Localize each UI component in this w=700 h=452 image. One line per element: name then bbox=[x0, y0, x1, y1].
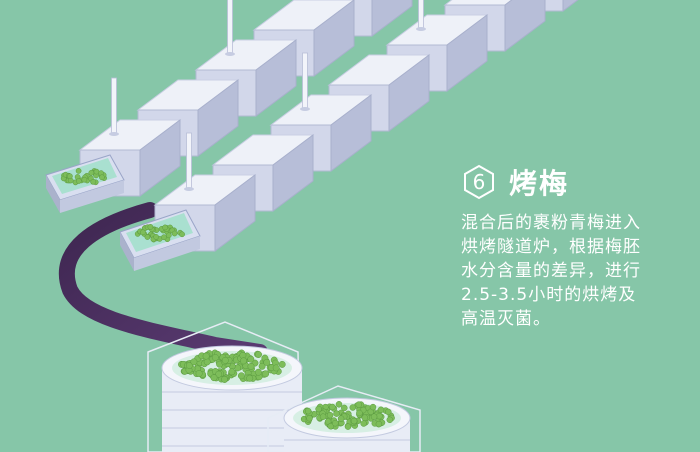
plum bbox=[81, 176, 88, 183]
step-number-badge: 6 bbox=[461, 164, 497, 200]
plum bbox=[99, 174, 105, 181]
plum bbox=[341, 404, 348, 412]
plum bbox=[344, 423, 352, 430]
plum bbox=[370, 413, 378, 420]
front-loading-tray bbox=[119, 209, 201, 271]
plum bbox=[258, 362, 266, 370]
plum bbox=[240, 357, 247, 365]
chimney bbox=[416, 0, 426, 31]
plum bbox=[190, 358, 198, 366]
plum bbox=[375, 420, 383, 428]
description-line: 2.5-3.5小时的烘烤及 bbox=[461, 285, 637, 305]
chimney bbox=[225, 0, 235, 56]
plum bbox=[211, 354, 219, 361]
plum bbox=[262, 370, 270, 378]
plum bbox=[335, 401, 343, 408]
chimney bbox=[300, 52, 310, 111]
plum bbox=[327, 422, 334, 430]
step-title: 烤梅 bbox=[509, 167, 570, 200]
plum bbox=[349, 404, 357, 411]
plum bbox=[165, 232, 172, 239]
description-line: 烘烤隧道炉，根据梅胚 bbox=[461, 237, 641, 257]
plum bbox=[386, 416, 394, 424]
plum bbox=[171, 230, 178, 237]
plum bbox=[333, 410, 340, 417]
sterilization-cylinder-large bbox=[147, 321, 303, 452]
plum bbox=[369, 403, 377, 411]
hexagon-icon bbox=[464, 164, 494, 200]
plum bbox=[210, 374, 218, 382]
plum bbox=[247, 355, 255, 363]
plum bbox=[246, 374, 254, 382]
plum bbox=[385, 408, 392, 416]
plum bbox=[377, 406, 385, 414]
plum bbox=[202, 352, 210, 360]
plum bbox=[247, 362, 255, 370]
description-line: 混合后的裹粉青梅进入 bbox=[461, 213, 641, 233]
chimney bbox=[109, 77, 119, 136]
plum bbox=[306, 414, 313, 422]
plum bbox=[179, 231, 185, 238]
plum bbox=[304, 407, 312, 415]
tray-plums bbox=[60, 168, 107, 186]
plum bbox=[88, 169, 95, 176]
plum bbox=[67, 173, 73, 180]
plum bbox=[228, 368, 236, 376]
plum bbox=[329, 403, 336, 411]
description-line: 水分含量的差异，进行 bbox=[461, 261, 641, 281]
back-loading-tray bbox=[45, 154, 125, 213]
plum bbox=[221, 375, 228, 383]
plum bbox=[221, 356, 229, 364]
plum bbox=[75, 168, 82, 174]
plum bbox=[356, 409, 363, 417]
plum bbox=[203, 358, 211, 366]
plum bbox=[319, 413, 327, 420]
oven-module bbox=[252, 0, 355, 77]
plum bbox=[254, 368, 262, 376]
step-header: 6 烤梅 bbox=[461, 162, 569, 202]
plum bbox=[355, 401, 363, 408]
plum bbox=[161, 234, 167, 241]
plum bbox=[350, 417, 358, 425]
plum bbox=[361, 414, 369, 421]
conveyor-belt bbox=[58, 202, 268, 360]
plum bbox=[255, 351, 262, 358]
plum bbox=[332, 419, 339, 427]
plum bbox=[272, 364, 280, 372]
plum bbox=[195, 370, 203, 377]
plum bbox=[140, 229, 146, 236]
plum bbox=[360, 420, 367, 427]
plum-pile bbox=[178, 349, 286, 383]
plum bbox=[153, 234, 159, 240]
plum bbox=[337, 415, 345, 422]
step-number: 6 bbox=[472, 170, 486, 194]
plum bbox=[215, 370, 223, 378]
plum bbox=[185, 362, 193, 369]
plum bbox=[90, 178, 97, 185]
step-description: 混合后的裹粉青梅进入 烘烤隧道炉，根据梅胚 水分含量的差异，进行 2.5-3.5… bbox=[461, 211, 691, 331]
plum bbox=[147, 224, 154, 230]
plum bbox=[315, 405, 322, 413]
plum bbox=[263, 358, 271, 366]
plum bbox=[162, 224, 168, 231]
description-line: 高温灭菌。 bbox=[461, 309, 551, 329]
tray-plums bbox=[134, 224, 185, 243]
sterilization-cylinder-small bbox=[267, 385, 421, 452]
plum bbox=[326, 411, 334, 419]
plum bbox=[75, 178, 82, 184]
plum bbox=[376, 412, 383, 420]
plum bbox=[278, 360, 286, 368]
plum bbox=[144, 234, 151, 240]
plum bbox=[237, 372, 245, 380]
plum-pile bbox=[300, 401, 395, 430]
chimney bbox=[184, 132, 194, 191]
